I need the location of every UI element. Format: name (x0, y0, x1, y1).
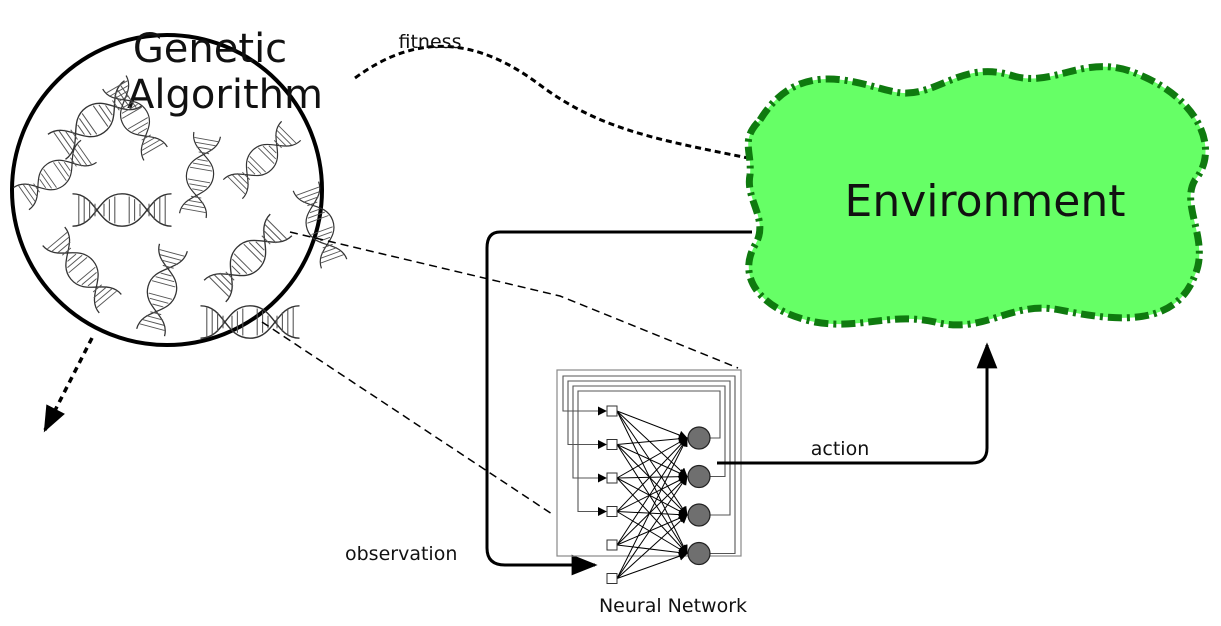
network-connection (616, 444, 688, 555)
offspring-arrow (43, 337, 94, 433)
input-neuron (606, 405, 618, 417)
network-connection (616, 410, 688, 478)
input-neuron (606, 539, 618, 551)
input-neuron (606, 506, 618, 517)
network-connection (616, 551, 688, 579)
network-connection (616, 477, 688, 555)
recurrent-connection (567, 380, 731, 516)
network-connection (616, 511, 688, 554)
environment-cloud (744, 63, 1209, 329)
network-connection (616, 476, 688, 512)
network-frame (556, 369, 742, 557)
output-neuron (687, 426, 711, 450)
output-neuron (687, 464, 711, 489)
network-connection (616, 475, 688, 579)
genetic-algorithm-node: Genetic Algorithm (10, 26, 348, 347)
recurrent-connections (562, 375, 736, 555)
recurrent-connection (577, 390, 721, 516)
input-neuron (606, 573, 618, 584)
output-neuron (687, 503, 711, 527)
ga-title-line2: Algorithm (127, 72, 323, 118)
network-connection (616, 510, 688, 520)
network-connection (616, 514, 688, 546)
ga-circle (10, 33, 324, 347)
genome-mapping-line-top (289, 231, 739, 369)
network-connection (616, 477, 688, 516)
observation-label: observation (345, 543, 457, 565)
network-connection (616, 514, 688, 579)
neural-network-node: Neural Network (556, 369, 747, 617)
network-connection (616, 475, 688, 546)
environment-node: Environment (744, 63, 1209, 329)
action-label: action (811, 438, 869, 460)
environment-label: Environment (845, 176, 1126, 227)
network-connection (616, 437, 688, 579)
genome-mapping-line-bottom (261, 321, 553, 515)
network-connections (616, 410, 688, 579)
network-connection (616, 410, 688, 440)
ga-title-line1: Genetic (133, 26, 287, 72)
network-connection (616, 437, 688, 479)
recurrent-connection (562, 375, 736, 555)
network-connection (616, 472, 688, 482)
network-connection (616, 544, 688, 557)
input-neuron (606, 439, 618, 450)
network-label: Neural Network (599, 595, 747, 617)
output-neuron (687, 541, 711, 566)
network-connection (616, 437, 688, 512)
network-connection (616, 437, 688, 546)
input-layer (606, 405, 618, 584)
network-connection (616, 410, 688, 555)
network-connection (616, 444, 688, 516)
action-edge (717, 342, 998, 465)
output-layer (687, 426, 711, 566)
observation-edge (485, 230, 752, 576)
network-connection (616, 434, 688, 445)
fitness-label: fitness (399, 31, 462, 53)
network-connection (616, 444, 688, 478)
fitness-edge (354, 44, 749, 160)
input-neuron (606, 472, 618, 484)
network-connection (616, 410, 688, 516)
